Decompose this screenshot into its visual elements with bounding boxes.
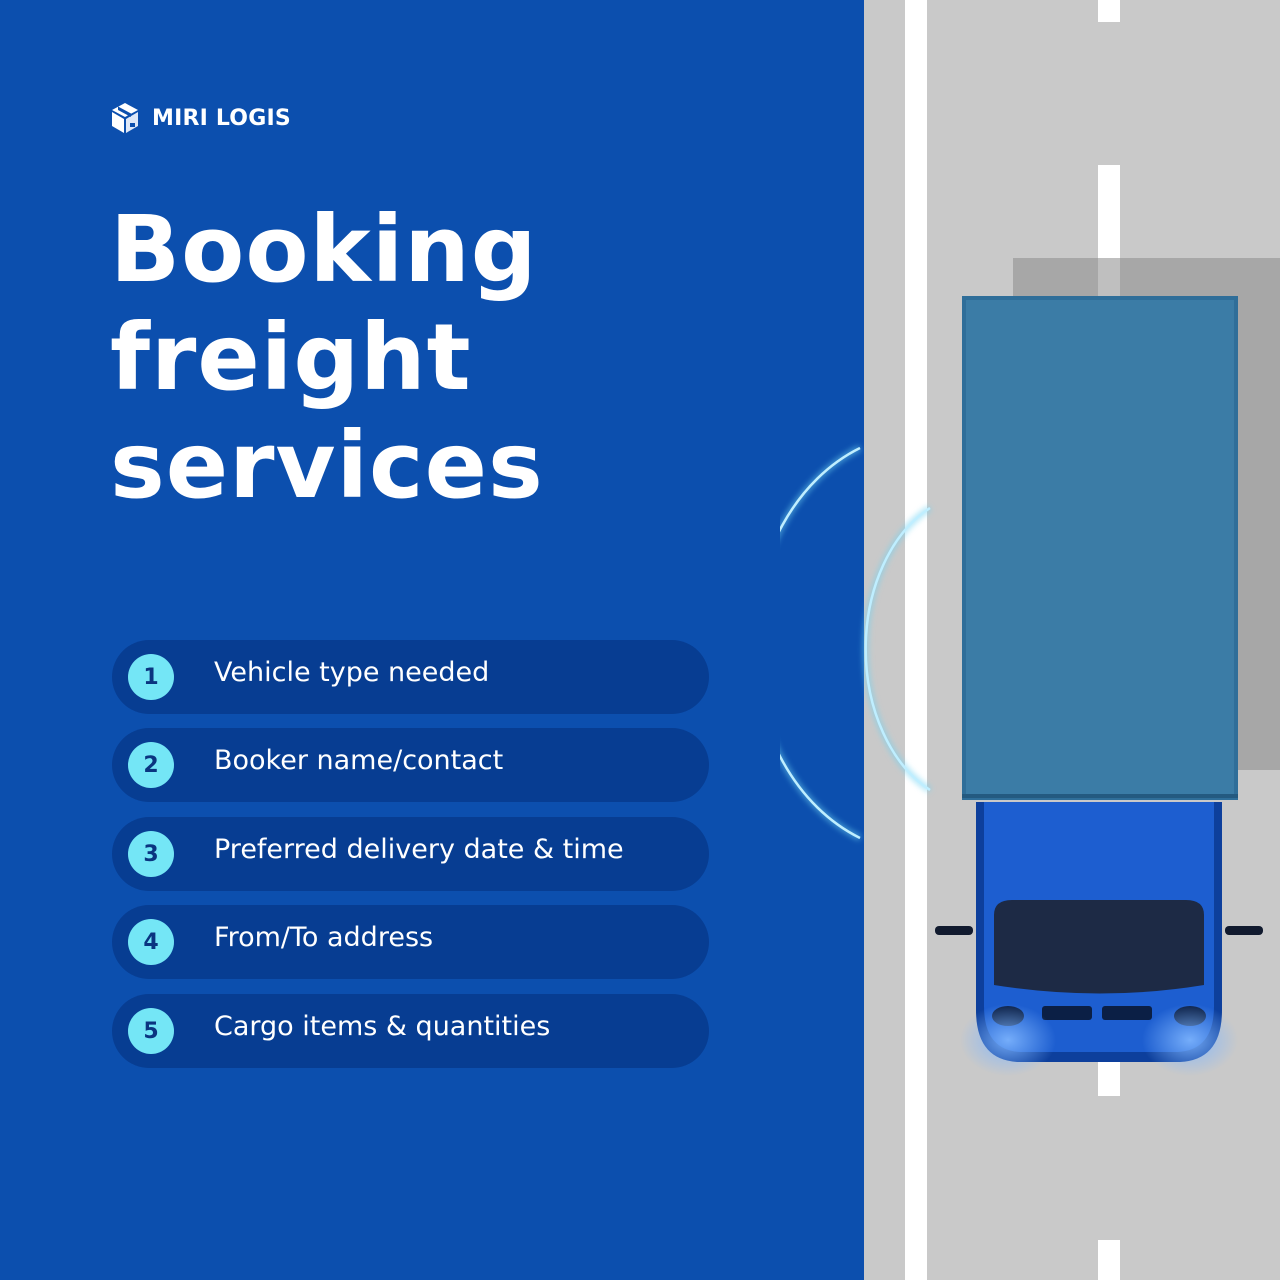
left-panel: MIRI LOGIS Booking freight services 1 Ve… — [110, 100, 750, 1068]
lane-dash — [1098, 0, 1120, 22]
step-item-2: 2 Booker name/contact — [112, 728, 709, 802]
step-number-badge: 3 — [128, 831, 174, 877]
step-number-badge: 2 — [128, 742, 174, 788]
step-label: Cargo items & quantities — [214, 1011, 551, 1042]
lane-dash — [1098, 1240, 1120, 1280]
step-item-3: 3 Preferred delivery date & time — [112, 817, 709, 891]
step-item-1: 1 Vehicle type needed — [112, 640, 709, 714]
step-item-5: 5 Cargo items & quantities — [112, 994, 709, 1068]
step-label: From/To address — [214, 922, 434, 953]
title-line-2: freight — [110, 304, 472, 411]
road-edge-line — [905, 0, 927, 1280]
sensor-waves-icon — [780, 445, 932, 841]
lane-dash — [1098, 1060, 1120, 1096]
side-mirrors — [935, 926, 1263, 935]
box-icon — [112, 103, 138, 133]
brand-name: MIRI LOGIS — [152, 105, 291, 131]
step-label: Preferred delivery date & time — [214, 834, 624, 865]
cargo-box — [962, 296, 1238, 800]
title-line-1: Booking — [110, 196, 538, 303]
brand: MIRI LOGIS — [110, 100, 291, 136]
step-number-badge: 1 — [128, 654, 174, 700]
step-label: Booker name/contact — [214, 745, 504, 776]
step-number-badge: 4 — [128, 919, 174, 965]
step-label: Vehicle type needed — [214, 657, 490, 688]
headlight-glow — [960, 1004, 1238, 1076]
step-number-badge: 5 — [128, 1008, 174, 1054]
truck-illustration — [780, 258, 1280, 1076]
step-item-4: 4 From/To address — [112, 905, 709, 979]
page-title: Booking freight services — [110, 196, 750, 520]
title-line-3: services — [110, 412, 544, 519]
truck-cab — [976, 802, 1222, 1062]
